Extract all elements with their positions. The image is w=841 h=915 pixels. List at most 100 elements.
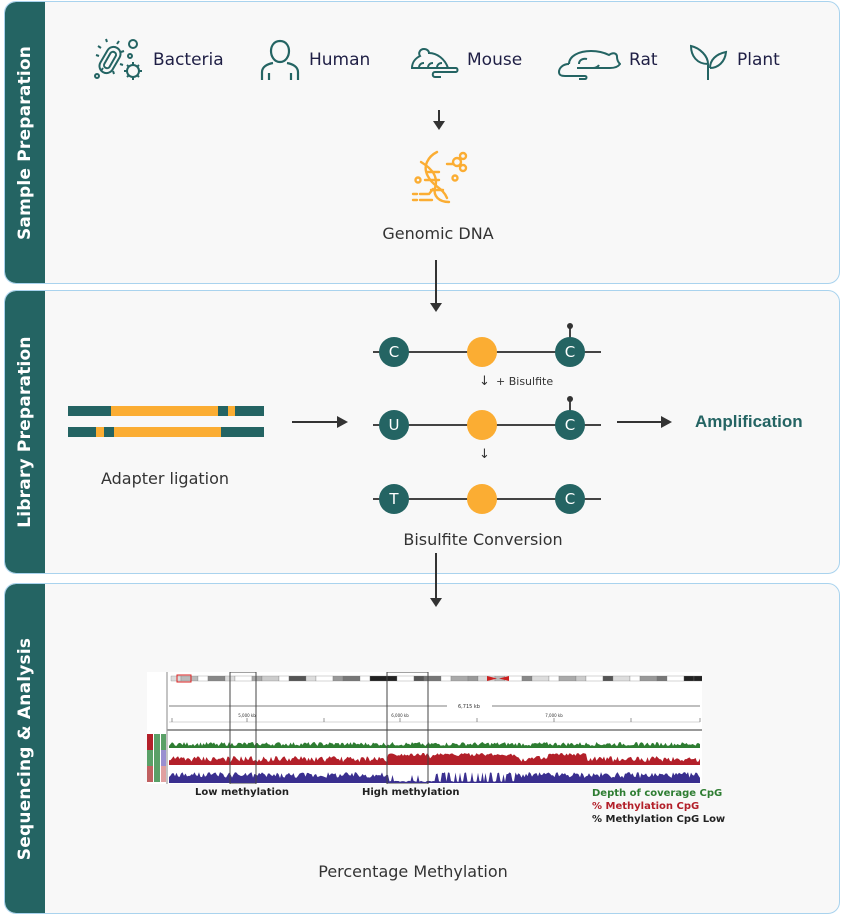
chromosome-band (315, 675, 334, 682)
track-color-key (161, 734, 166, 750)
methylation-track (169, 753, 700, 765)
low-methylation-label: Low methylation (195, 787, 289, 798)
track-color-key (161, 750, 166, 766)
methylation-low-track (169, 772, 700, 783)
genomic-dna-label: Genomic DNA (382, 224, 494, 243)
methylated-cytosine-node: C (555, 410, 585, 440)
centromere-marker (499, 676, 509, 681)
chromosome-band (683, 675, 695, 682)
chromosome-band (467, 675, 479, 682)
chromosome-band (332, 675, 344, 682)
methyl-group (569, 327, 571, 339)
bisulfite-conversion-label: Bisulfite Conversion (403, 530, 563, 549)
sample-preparation-panel: Sample Preparation Bacteria (4, 1, 840, 284)
scale-label: 6,715 kb (458, 704, 480, 710)
cytosine-node: C (555, 484, 585, 514)
track-color-key (147, 750, 153, 766)
organism-plant: Plant (689, 40, 780, 80)
chromosome-band (639, 675, 658, 682)
chromosome-band (278, 675, 290, 682)
current-region-marker (176, 674, 192, 683)
tick-label: 6,000 kb (391, 713, 409, 718)
section-label: Library Preparation (15, 336, 35, 528)
low-methylation-box (229, 672, 257, 784)
chromosome-band (531, 675, 550, 682)
percentage-methylation-caption: Percentage Methylation (318, 862, 508, 881)
dna-icon (411, 150, 468, 204)
bisulfite-step-label: + Bisulfite (496, 375, 554, 388)
adapter-segment (104, 427, 114, 437)
section-rail: Library Preparation (5, 291, 45, 573)
chromosome-band (413, 675, 425, 682)
chromosome-band (305, 675, 317, 682)
chromosome-band (359, 675, 371, 682)
methyl-dot (567, 396, 573, 402)
section-label: Sequencing & Analysis (15, 637, 35, 860)
axis-ticks (171, 718, 701, 722)
uracil-node: U (379, 410, 409, 440)
section-label: Sample Preparation (15, 45, 35, 240)
track-legend: Depth of coverage CpG % Methylation CpG … (592, 787, 725, 826)
chromosome-band (234, 675, 253, 682)
track-color-key (154, 734, 160, 782)
genome-browser-view: 6,715 kb 5,000 kb 6,000 kb 7,000 kb (147, 672, 702, 784)
track-signal (169, 753, 700, 765)
organism-label: Plant (737, 50, 780, 70)
organism-bacteria: Bacteria (93, 38, 224, 80)
chromosome-band (369, 675, 388, 682)
track-signal (169, 772, 700, 783)
sequencing-analysis-panel: Sequencing & Analysis 6,715 kb 5,000 kb … (4, 583, 840, 914)
tick-label: 5,000 kb (238, 713, 256, 718)
chromosome-band (386, 675, 398, 682)
chromosome-band (423, 675, 442, 682)
down-arrow-icon (433, 110, 445, 130)
chromosome-band (396, 675, 415, 682)
library-preparation-panel: Library Preparation Adapter ligation C C… (4, 290, 840, 574)
track-signal (169, 742, 700, 748)
mouse-icon (410, 47, 459, 78)
insert-segment (96, 427, 104, 437)
chromosome-band (440, 675, 452, 682)
adapter-ligation-label: Adapter ligation (100, 469, 230, 488)
bacteria-icon (94, 38, 142, 80)
methylated-cytosine-node: C (555, 337, 585, 367)
organism-mouse: Mouse (409, 40, 522, 80)
centromere-marker (487, 676, 497, 681)
insert-segment (228, 406, 235, 416)
right-arrow-icon (617, 416, 672, 428)
legend-methylation-low: % Methylation CpG Low (592, 814, 726, 825)
organism-rat: Rat (557, 40, 658, 80)
legend-methylation: % Methylation CpG (592, 801, 700, 812)
adapter-segment (218, 406, 228, 416)
chromosome-band (251, 675, 263, 682)
chromosome-band (548, 675, 560, 682)
chromosome-band (288, 675, 307, 682)
amplification-label: Amplification (695, 412, 803, 431)
adapter-segment (221, 427, 264, 437)
guanine-node (467, 337, 497, 367)
chromosome-ideogram (170, 674, 702, 683)
track-color-key (147, 734, 153, 750)
coverage-track (169, 742, 700, 748)
guanine-node (467, 410, 497, 440)
chromosome-band (629, 675, 641, 682)
chromosome-band (558, 675, 577, 682)
chromosome-band (612, 675, 631, 682)
chromosome-band (261, 675, 280, 682)
organism-label: Mouse (467, 50, 523, 70)
thymine-node: T (379, 484, 409, 514)
section-rail: Sequencing & Analysis (5, 584, 45, 913)
chromosome-band (180, 675, 199, 682)
chromosome-band (342, 675, 361, 682)
organism-label: Human (309, 50, 371, 70)
chromosome-band (521, 675, 533, 682)
chromosome-band (602, 675, 614, 682)
adapter-segment (68, 427, 96, 437)
insert-segment (111, 406, 218, 416)
organism-label: Bacteria (153, 50, 224, 70)
right-arrow-icon (292, 416, 348, 428)
chromosome-band (585, 675, 604, 682)
methyl-group (569, 400, 571, 412)
legend-coverage: Depth of coverage CpG (592, 788, 723, 799)
rat-icon (557, 49, 621, 80)
